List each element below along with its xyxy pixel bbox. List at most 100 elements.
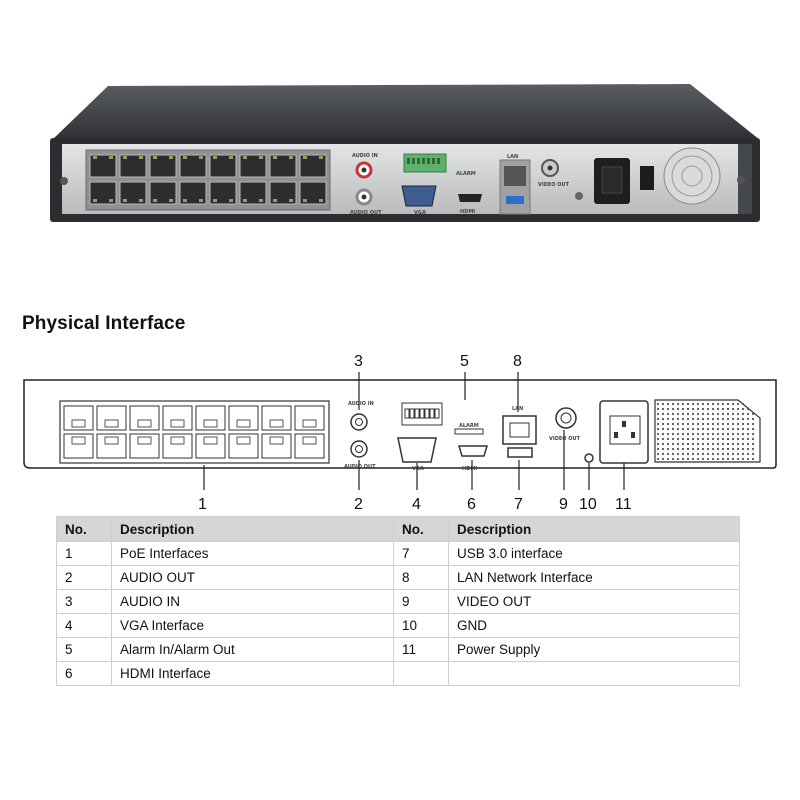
cell-no [393,661,449,686]
screw [60,177,68,185]
header-description: Description [111,516,394,542]
cell-no: 1 [56,541,112,566]
gnd-screw [575,192,583,200]
poe-port [239,181,267,205]
poe-port [294,405,325,431]
hdmi-port [458,194,482,202]
poe-port [228,405,259,431]
poe-port [63,433,94,459]
cell-description: USB 3.0 interface [448,541,740,566]
poe-port [195,405,226,431]
cell-no: 7 [393,541,449,566]
cell-no: 10 [393,613,449,638]
cell-description: VGA Interface [111,613,394,638]
poe-port [261,405,292,431]
callout-1: 1 [198,496,207,513]
diagram-hdmi-label: HDMI [462,466,477,472]
cell-no: 5 [56,637,112,662]
video-out-label: VIDEO OUT [538,182,570,188]
header-no: No. [56,516,112,542]
table-row: 2 AUDIO OUT 8 LAN Network Interface [56,565,740,590]
cell-no: 9 [393,589,449,614]
callout-leaders [203,372,625,490]
callout-2: 2 [354,496,363,513]
callout-11: 11 [615,496,632,513]
audio-out-label: AUDIO OUT [350,210,382,216]
diagram-audio-in-label: AUDIO IN [348,401,374,407]
vga-label: VGA [414,210,426,216]
poe-port [299,181,327,205]
header-no: No. [393,516,449,542]
interface-diagram: AUDIO IN AUDIO OUT ALARM VGA HDMI LAN VI… [23,353,777,513]
cell-no: 4 [56,613,112,638]
poe-port [129,405,160,431]
cell-description: HDMI Interface [111,661,394,686]
table-row: 3 AUDIO IN 9 VIDEO OUT [56,589,740,614]
poe-port [269,154,297,178]
hdmi-label: HDMI [460,209,475,215]
callout-10: 10 [579,496,597,513]
callout-7: 7 [514,496,523,513]
table-row: 5 Alarm In/Alarm Out 11 Power Supply [56,637,740,662]
callout-3: 3 [354,353,363,370]
diagram-hdmi-port [457,445,489,457]
diagram-alarm-terminal [401,402,443,426]
diagram-lan-port [502,415,537,445]
diagram-frame [23,379,777,469]
poe-port [209,154,237,178]
cell-description [448,661,740,686]
poe-port [239,154,267,178]
poe-port [119,181,147,205]
usb-port [506,196,524,204]
vga-port [401,185,437,207]
table-row: 6 HDMI Interface [56,661,740,686]
poe-port [89,154,117,178]
cell-no: 2 [56,565,112,590]
power-switch [640,166,654,190]
screw [737,176,745,184]
alarm-label: ALARM [456,171,476,177]
callout-9: 9 [559,496,568,513]
diagram-gnd-screw [584,453,594,463]
cell-description: GND [448,613,740,638]
poe-port [89,181,117,205]
diagram-video-out-bnc [555,407,577,429]
poe-port [96,405,127,431]
table-row: 1 PoE Interfaces 7 USB 3.0 interface [56,541,740,566]
chassis-top [52,84,760,140]
nvr-rear-photo: AUDIO IN AUDIO OUT ALARM VGA HDMI LAN VI… [50,84,760,222]
poe-port [63,405,94,431]
poe-port [269,181,297,205]
diagram-usb-port [507,447,533,458]
lan-label: LAN [507,154,518,160]
audio-in-label: AUDIO IN [352,153,378,159]
diagram-audio-in-jack [350,413,368,431]
diagram-audio-out-jack [350,440,368,458]
diagram-fan-vent [654,399,761,463]
callout-4: 4 [412,496,421,513]
cell-description: Alarm In/Alarm Out [111,637,394,662]
cell-description: LAN Network Interface [448,565,740,590]
callout-8: 8 [513,353,522,370]
table-row: 4 VGA Interface 10 GND [56,613,740,638]
diagram-vga-port [397,437,437,463]
diagram-audio-out-label: AUDIO OUT [344,464,376,470]
cell-no: 3 [56,589,112,614]
poe-port [179,154,207,178]
section-title: Physical Interface [22,313,186,334]
lan-port [504,166,526,186]
poe-port [119,154,147,178]
header-description: Description [448,516,740,542]
cell-no: 6 [56,661,112,686]
poe-port [149,181,177,205]
poe-port [149,154,177,178]
poe-port-bank [85,149,331,211]
poe-port [162,405,193,431]
poe-port [209,181,237,205]
poe-port [129,433,160,459]
diagram-vga-label: VGA [412,466,424,472]
poe-port [228,433,259,459]
cell-description: AUDIO IN [111,589,394,614]
poe-port [294,433,325,459]
poe-port-diagram [59,400,330,464]
